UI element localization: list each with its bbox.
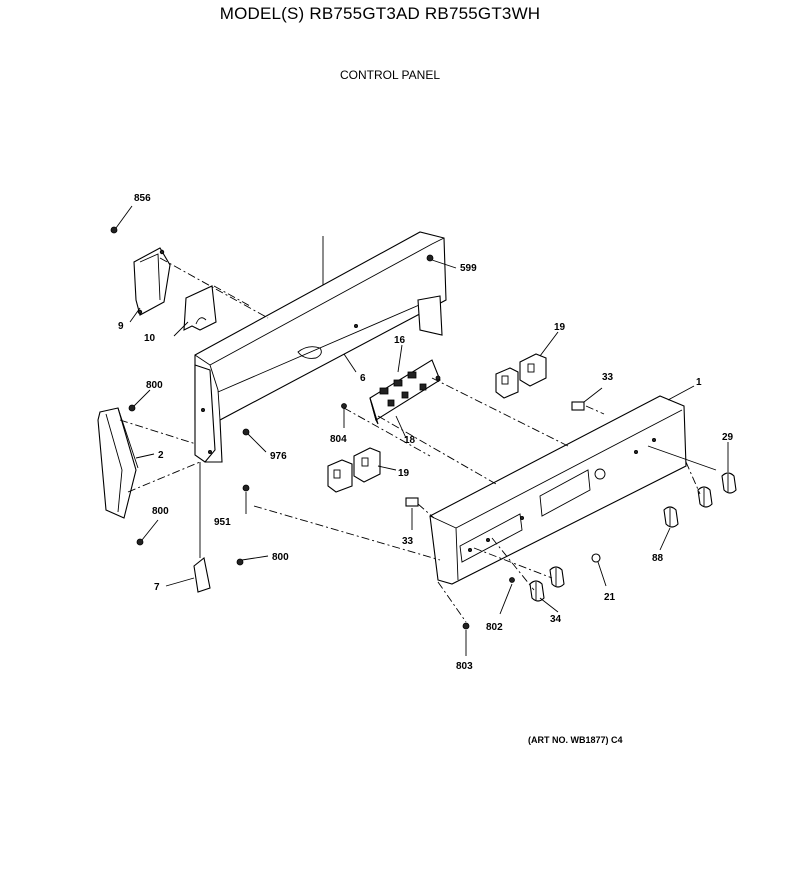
screws	[110, 205, 515, 656]
knob-34a	[549, 566, 565, 588]
bracket-7	[193, 462, 211, 593]
bracket-9	[133, 247, 171, 316]
callout-label: 33	[602, 372, 614, 383]
callout-label: 33	[402, 536, 414, 547]
callout-label: 6	[360, 373, 366, 384]
callout-label: 9	[118, 321, 124, 332]
assembly-lines	[119, 257, 701, 623]
knob-88	[663, 506, 679, 528]
leader-lines	[129, 307, 729, 613]
callout-label: 10	[144, 333, 156, 344]
callout-label: 34	[550, 614, 562, 625]
clip-33-upper	[571, 387, 603, 411]
callout-label: 2	[158, 450, 164, 461]
infinite-switch-lower	[327, 447, 381, 493]
callout-label: 1	[696, 377, 702, 388]
clip-33-lower	[405, 497, 419, 530]
callout-label: 18	[404, 435, 416, 446]
bracket-10	[183, 285, 217, 331]
callout-label: 21	[604, 592, 616, 603]
grommet-21	[591, 553, 607, 587]
callout-label: 16	[394, 335, 406, 346]
control-board	[369, 359, 441, 425]
callout-label: 88	[652, 553, 664, 564]
end-cap-2	[97, 407, 139, 519]
control-panel-1	[429, 395, 717, 585]
callout-label: 976	[270, 451, 287, 462]
knob-29	[721, 472, 737, 494]
back-panel	[194, 231, 447, 463]
callout-label: 800	[152, 506, 169, 517]
callout-label: 951	[214, 517, 231, 528]
callout-label: 800	[272, 552, 289, 563]
diagram-title: MODEL(S) RB755GT3AD RB755GT3WH	[219, 4, 541, 23]
knob-34b	[529, 580, 545, 602]
art-number: (ART NO. WB1877) C4	[528, 735, 623, 745]
callout-label: 7	[154, 582, 160, 593]
callout-label: 803	[456, 661, 473, 672]
diagram-subtitle: CONTROL PANEL	[339, 68, 441, 82]
callout-label: 19	[398, 468, 410, 479]
knob-29b	[697, 486, 713, 508]
infinite-switch-upper	[495, 353, 547, 399]
callout-label: 29	[722, 432, 734, 443]
callout-label: 599	[460, 263, 477, 274]
callout-label: 802	[486, 622, 503, 633]
callout-label: 856	[134, 193, 151, 204]
callout-label: 804	[330, 434, 347, 445]
callout-label: 19	[554, 322, 566, 333]
callout-label: 800	[146, 380, 163, 391]
